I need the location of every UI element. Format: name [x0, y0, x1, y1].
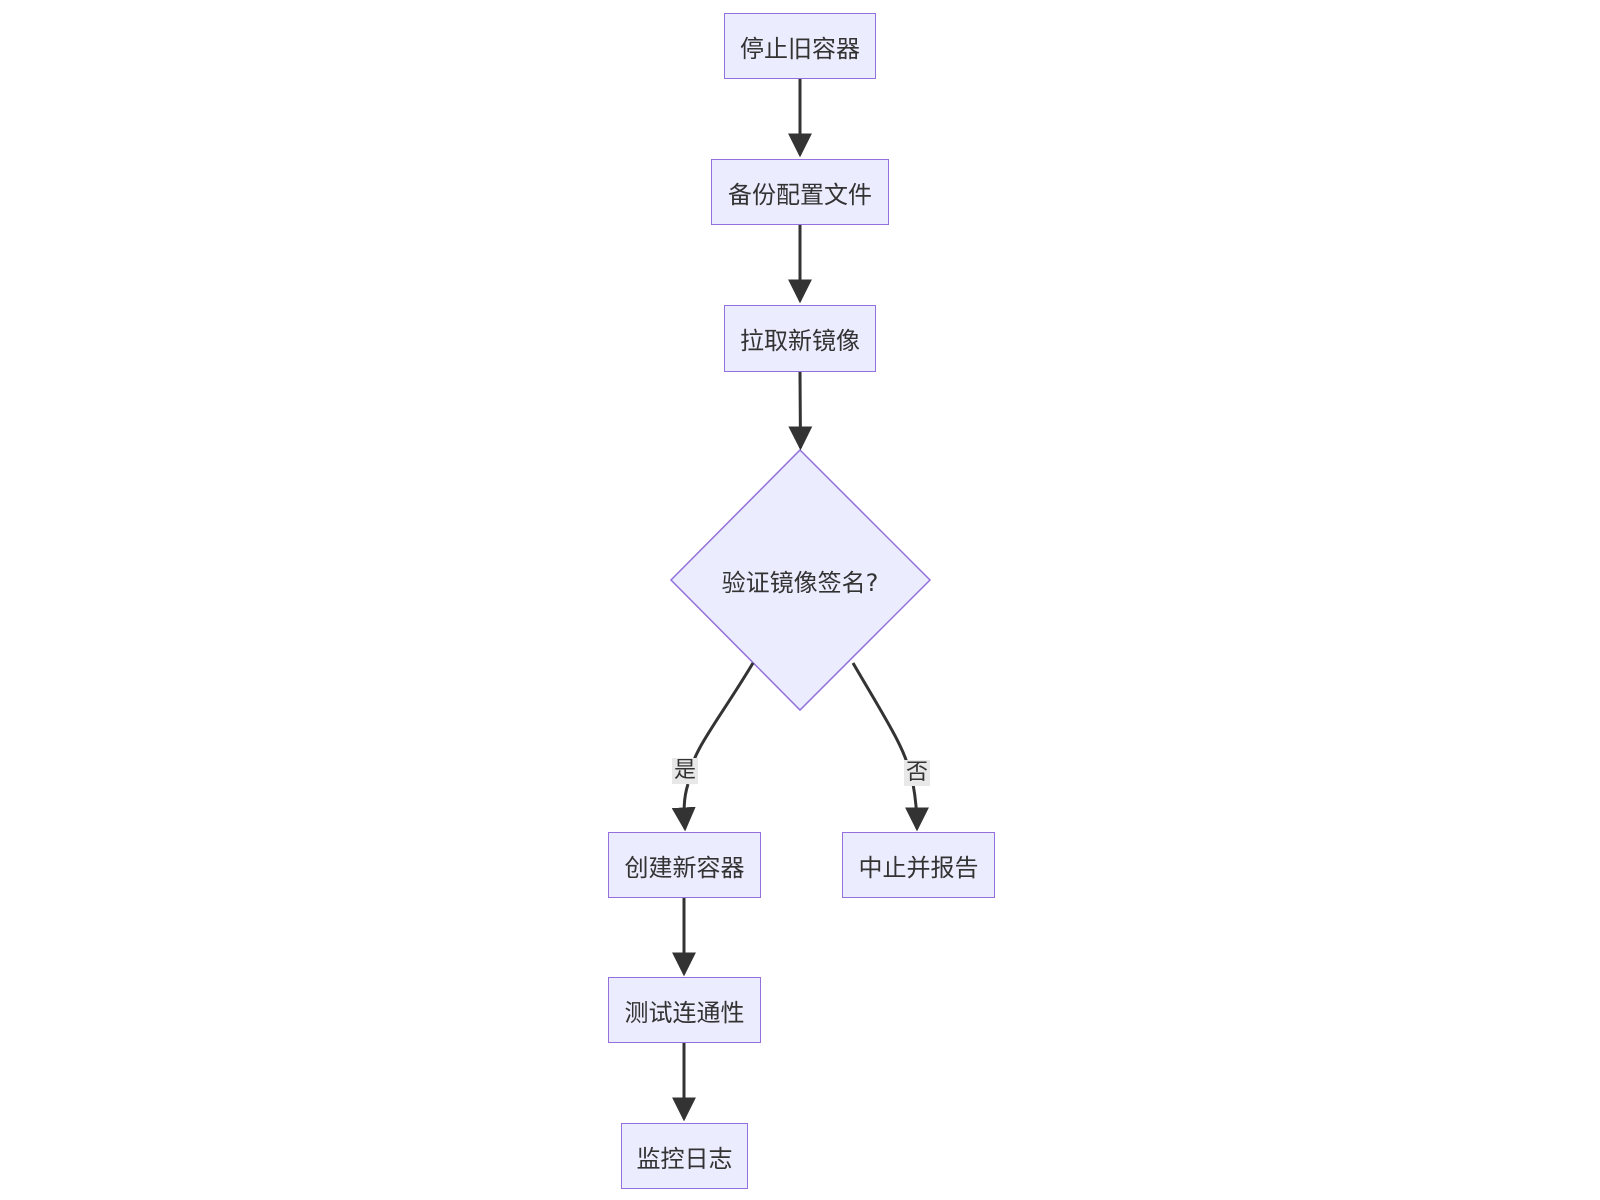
edge-yes-to-create	[671, 783, 696, 832]
edge-label-yes: 是	[672, 758, 699, 784]
node-test-connectivity[interactable]: 测试连通性	[608, 977, 761, 1043]
edge-verify-to-create	[688, 662, 755, 775]
node-monitor-logs[interactable]: 监控日志	[621, 1123, 748, 1189]
node-label: 测试连通性	[624, 998, 745, 1027]
node-label: 拉取新镜像	[740, 327, 860, 355]
edge-pull-to-verify	[788, 371, 813, 451]
node-abort-report[interactable]: 中止并报告	[842, 832, 995, 898]
edge-label-no: 否	[904, 760, 931, 786]
edge-no-to-abort	[904, 783, 929, 832]
node-label: 创建新容器	[624, 853, 745, 882]
node-label: 监控日志	[636, 1144, 733, 1173]
decision-label: 验证镜像签名?	[721, 568, 879, 597]
edge-verify-to-abort	[851, 662, 912, 775]
node-label: 备份配置文件	[728, 180, 872, 209]
node-create-container[interactable]: 创建新容器	[608, 832, 761, 898]
node-backup-config[interactable]: 备份配置文件	[711, 159, 889, 225]
node-pull-image[interactable]: 拉取新镜像	[724, 305, 876, 372]
node-label: 中止并报告	[858, 853, 979, 882]
node-stop-old-container[interactable]: 停止旧容器	[724, 13, 876, 79]
node-label: 停止旧容器	[740, 34, 860, 63]
decision-diamond[interactable]	[669, 448, 932, 712]
